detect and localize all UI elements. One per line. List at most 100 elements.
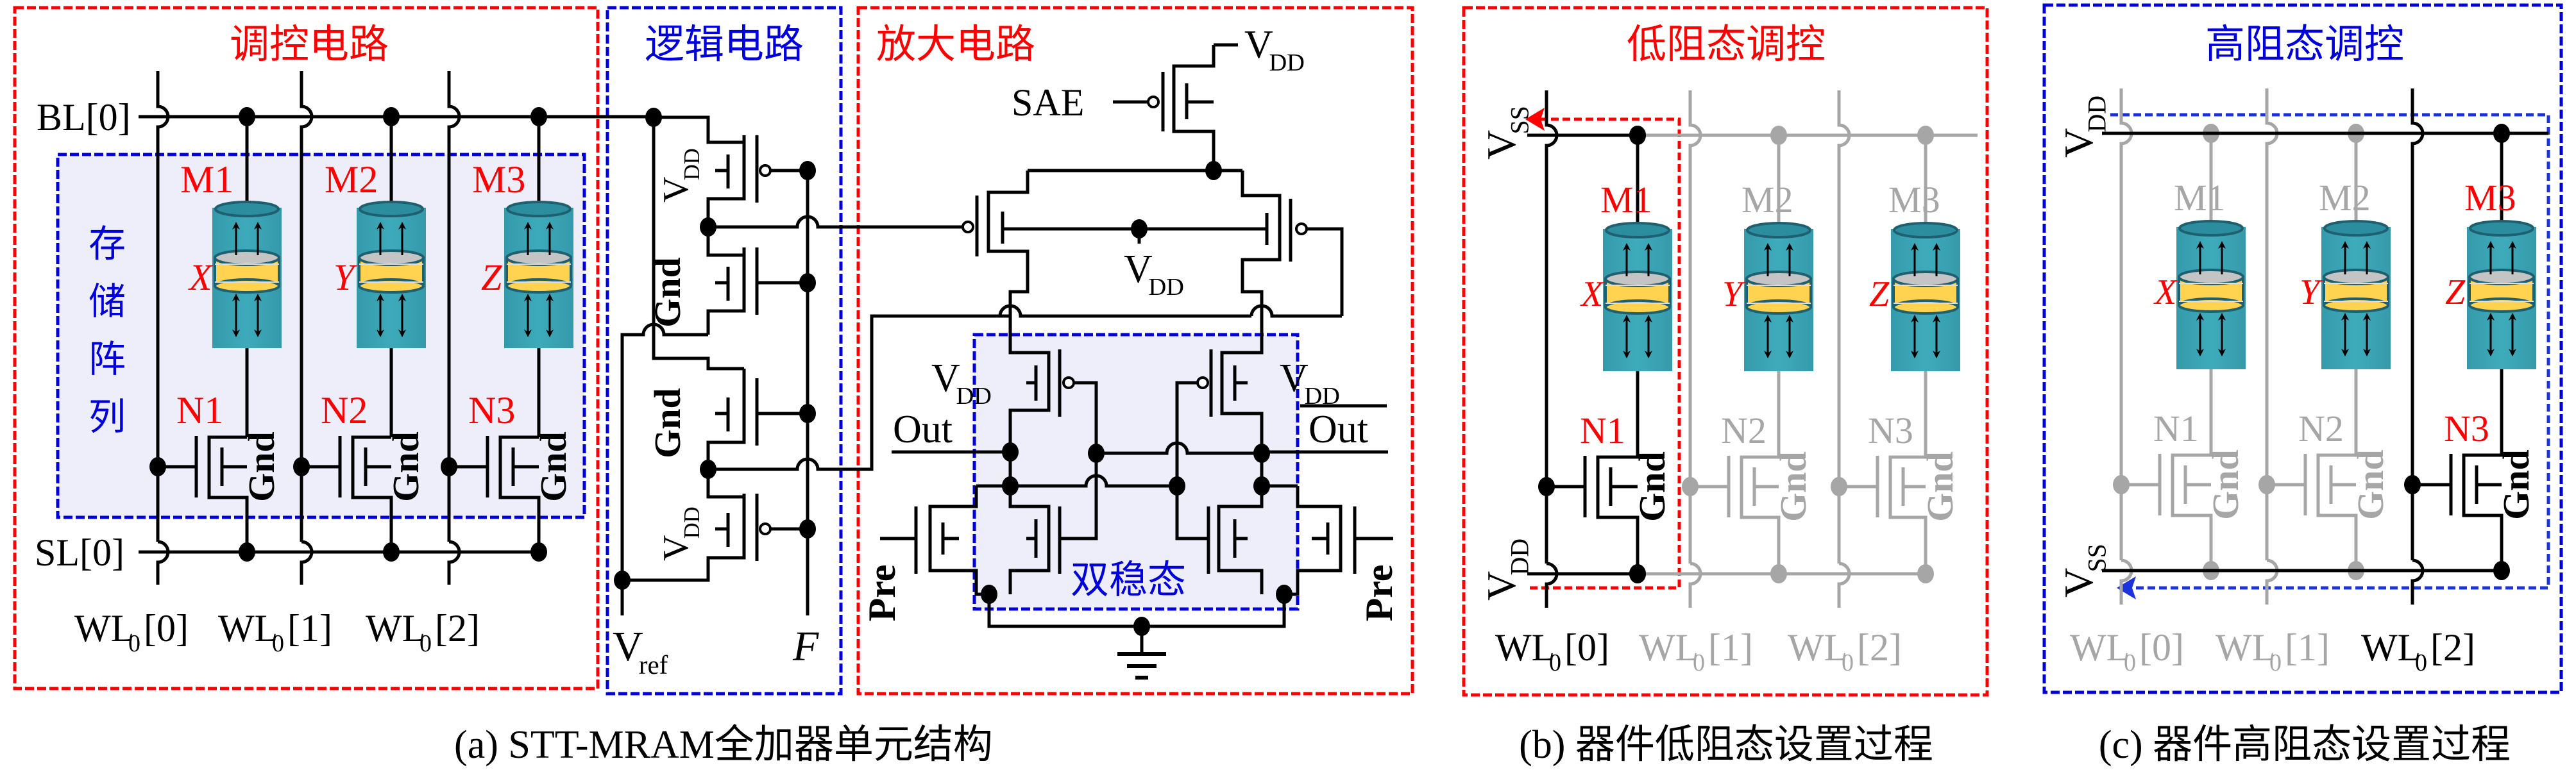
mtj-free-layer bbox=[1892, 271, 1959, 287]
wire bbox=[1175, 486, 1208, 540]
bit-line-label: BL[0] bbox=[37, 96, 131, 138]
word-line-label: WL0[2] bbox=[2361, 626, 2475, 676]
current-path-dashed bbox=[2110, 113, 2550, 590]
gnd-label: Gnd bbox=[1772, 451, 1814, 522]
logic-to-amp-wire bbox=[708, 215, 963, 229]
amplifier-circuit-title: 放大电路 bbox=[876, 21, 1035, 67]
word-line bbox=[1837, 562, 1851, 608]
word-line-label-index: [2] bbox=[1857, 626, 1902, 669]
word-line bbox=[2265, 558, 2279, 605]
wire-crossover bbox=[998, 304, 1251, 318]
caption-b: (b) 器件低阻态设置过程 bbox=[1519, 723, 1933, 767]
latch-node-dot bbox=[1002, 442, 1019, 462]
gnd-label: Gnd bbox=[2205, 449, 2246, 520]
supply-label-v: V bbox=[1479, 130, 1524, 160]
mtj-1 bbox=[212, 201, 282, 348]
variable-label: Y bbox=[334, 256, 358, 298]
latch-node-dot bbox=[1253, 476, 1270, 496]
word-line-label-index: [0] bbox=[1564, 626, 1609, 669]
f-output-label: F bbox=[792, 623, 819, 670]
gnd-label: Gnd bbox=[1631, 451, 1673, 522]
nmos-label: N2 bbox=[1721, 410, 1767, 451]
vdd-label: VDD bbox=[1280, 356, 1340, 410]
word-line-label-subscript: 0 bbox=[1842, 649, 1854, 676]
word-line bbox=[1688, 562, 1702, 608]
wire-crossover bbox=[1096, 441, 1262, 455]
top-rail-label: VDD bbox=[2056, 96, 2111, 158]
bistable-label: 双稳态 bbox=[1071, 558, 1186, 603]
junction-dot bbox=[1629, 126, 1646, 145]
latch-node-dot bbox=[1169, 476, 1185, 496]
pre-label: Pre bbox=[1358, 565, 1400, 622]
latch-node-dot bbox=[1088, 444, 1105, 463]
storage-array-label: 列 bbox=[89, 395, 126, 439]
channel bbox=[351, 435, 393, 552]
nmos-label: N3 bbox=[1868, 410, 1913, 451]
word-line-label-base: WL bbox=[2216, 626, 2275, 669]
word-line-label-index: [1] bbox=[287, 607, 332, 649]
gnd-label: Gnd bbox=[532, 431, 574, 502]
mtj-top-electrode bbox=[1746, 222, 1811, 238]
word-line-label-subscript: 0 bbox=[2124, 649, 2136, 676]
mtj-label: M3 bbox=[1888, 179, 1940, 221]
supply-label-v: V bbox=[2056, 568, 2101, 597]
vref-junction bbox=[614, 571, 631, 590]
wire bbox=[1060, 452, 1098, 540]
mtj-free-layer bbox=[2323, 269, 2389, 285]
low-resistance-frame bbox=[1462, 6, 1989, 697]
control-circuit: 存储阵列BL[0]SL[0]M1XN1GndWL0[0]M2YN2GndWL0[… bbox=[35, 71, 654, 657]
supply-label-sub: DD bbox=[679, 506, 704, 539]
logic-to-amp-wire bbox=[708, 314, 1000, 471]
source-line-junction bbox=[239, 542, 255, 562]
latch-node-dot bbox=[1002, 476, 1019, 496]
word-line-label: WL0[1] bbox=[218, 607, 332, 657]
word-line-label-subscript: 0 bbox=[419, 630, 432, 657]
word-line-label-base: WL bbox=[218, 607, 278, 649]
channel bbox=[2462, 453, 2504, 571]
gate-junction bbox=[1538, 477, 1555, 496]
pre-label: Pre bbox=[861, 565, 903, 622]
supply-label-v: V bbox=[2056, 128, 2101, 158]
low-resistance-title: 低阻态调控 bbox=[1627, 21, 1826, 67]
word-line bbox=[300, 540, 314, 585]
current-direction-arrow-icon bbox=[2117, 576, 2136, 599]
storage-array-label: 储 bbox=[89, 280, 126, 323]
wire bbox=[1307, 227, 1344, 316]
storage-array-label: 阵 bbox=[89, 337, 126, 381]
gnd-label: Gnd bbox=[647, 388, 688, 458]
mtj-top-electrode bbox=[359, 201, 424, 217]
wire bbox=[1284, 486, 1343, 596]
nmos-label: N1 bbox=[1580, 410, 1625, 451]
wire bbox=[928, 486, 989, 596]
mtj-free-layer bbox=[2178, 269, 2244, 285]
word-line-label-subscript: 0 bbox=[2415, 649, 2427, 676]
gnd-label: Gnd bbox=[647, 257, 688, 328]
logic-circuit-frame bbox=[606, 6, 843, 696]
inverter-bubble bbox=[1196, 376, 1209, 389]
word-line-label-base: WL bbox=[366, 607, 425, 649]
supply-label-v: V bbox=[1124, 247, 1153, 291]
inverter-bubble bbox=[1062, 376, 1075, 389]
high-resistance-title: 高阻态调控 bbox=[2205, 21, 2404, 67]
vdd-label: VDD bbox=[656, 506, 704, 561]
mtj-2 bbox=[1744, 222, 1813, 371]
mtj-free-layer bbox=[505, 249, 572, 266]
access-transistor-3 bbox=[1839, 455, 1928, 574]
inverter-bubble bbox=[759, 522, 772, 535]
mtj-free-layer bbox=[1604, 271, 1671, 287]
word-line-label-subscript: 0 bbox=[272, 630, 284, 657]
gate-junction bbox=[2113, 475, 2130, 494]
channel bbox=[1596, 455, 1640, 574]
gate-junction bbox=[149, 457, 166, 476]
mtj-label: M3 bbox=[2464, 177, 2516, 219]
top-rail-label: VSS bbox=[1479, 106, 1534, 160]
word-line bbox=[300, 71, 314, 542]
supply-label-v: V bbox=[656, 177, 696, 203]
variable-label: Z bbox=[1869, 274, 1890, 314]
mtj-label: M3 bbox=[472, 158, 525, 201]
word-line-label: WL0[2] bbox=[1788, 626, 1902, 676]
variable-label: X bbox=[1580, 274, 1605, 314]
word-line bbox=[156, 540, 170, 585]
supply-label-sub: DD bbox=[1505, 539, 1534, 575]
